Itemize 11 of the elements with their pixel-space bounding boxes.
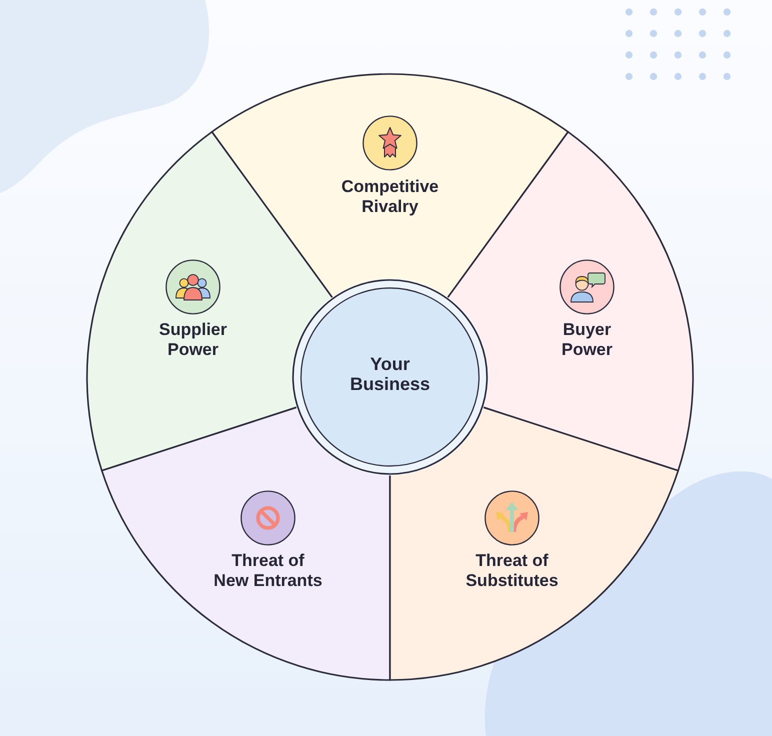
wheel-segment: [86, 130, 334, 472]
wheel-segment: [446, 130, 694, 472]
segment-label: Competitive Rivalry: [340, 177, 440, 217]
wheel-segment: [210, 73, 570, 299]
center-label: Your Business: [348, 354, 432, 394]
segment-label: Supplier Power: [158, 320, 228, 360]
segment-label: Buyer Power: [560, 320, 614, 360]
segment-label: Threat of Substitutes: [464, 551, 560, 591]
wheel-segment: [389, 406, 680, 681]
segment-label: Threat of New Entrants: [213, 551, 323, 591]
wheel-segment: [100, 406, 392, 681]
